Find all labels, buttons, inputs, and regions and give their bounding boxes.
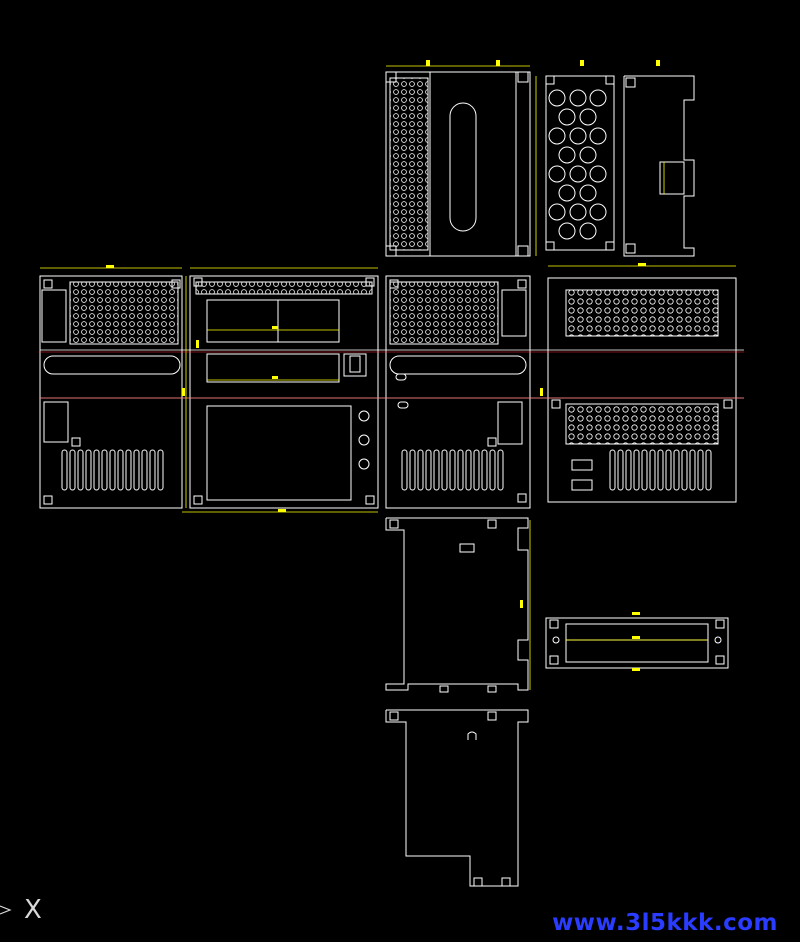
front-panel-display bbox=[189, 275, 379, 509]
back-panel bbox=[547, 277, 737, 503]
louver-slots-3 bbox=[401, 449, 504, 491]
dimension-annotations bbox=[40, 60, 736, 690]
top-panel-oval-slot bbox=[385, 71, 531, 257]
louver-slots-4 bbox=[609, 449, 712, 491]
right-side-panel bbox=[385, 275, 531, 509]
top-panel-circle-vents bbox=[545, 75, 615, 251]
ucs-axis-icon bbox=[0, 905, 12, 915]
ucs-x-label: X bbox=[24, 895, 42, 925]
watermark: www.3l5kkk.com bbox=[552, 910, 778, 936]
left-side-panel bbox=[39, 275, 183, 509]
louver-slots-1 bbox=[61, 449, 164, 491]
base-plate-lower bbox=[385, 709, 529, 887]
construction-lines bbox=[40, 351, 744, 399]
top-side-bracket bbox=[623, 75, 695, 257]
rail-bracket bbox=[545, 617, 729, 669]
base-plate-upper bbox=[385, 517, 529, 693]
